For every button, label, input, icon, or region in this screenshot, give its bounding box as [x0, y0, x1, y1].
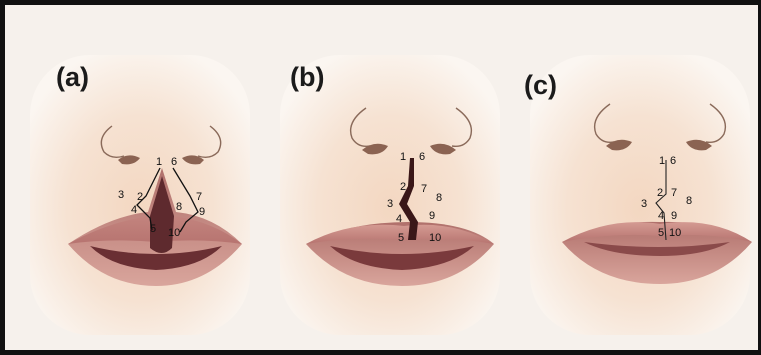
point-label: 3 — [641, 198, 647, 210]
point-label: 3 — [387, 198, 393, 210]
panel-b — [280, 55, 500, 335]
point-label: 6 — [670, 155, 676, 167]
point-label: 5 — [150, 223, 156, 235]
point-label: 10 — [429, 232, 441, 244]
point-label: 6 — [171, 156, 177, 168]
point-label: 3 — [118, 189, 124, 201]
point-label: 9 — [199, 206, 205, 218]
point-label: 2 — [400, 181, 406, 193]
point-label: 1 — [400, 151, 406, 163]
point-label: 4 — [131, 204, 137, 216]
point-label: 2 — [657, 187, 663, 199]
panel-c-label: (c) — [524, 70, 557, 101]
panel-a-label: (a) — [56, 62, 89, 93]
point-label: 9 — [429, 210, 435, 222]
point-label: 5 — [398, 232, 404, 244]
point-label: 8 — [176, 201, 182, 213]
point-label: 4 — [396, 213, 402, 225]
face-skin-b — [280, 55, 500, 335]
point-label: 7 — [671, 187, 677, 199]
point-label: 6 — [419, 151, 425, 163]
point-label: 7 — [421, 183, 427, 195]
panel-b-label: (b) — [290, 62, 324, 93]
point-label: 10 — [669, 227, 681, 239]
point-label: 8 — [436, 192, 442, 204]
point-label: 8 — [686, 195, 692, 207]
point-label: 4 — [658, 210, 664, 222]
point-label: 10 — [168, 227, 180, 239]
point-label: 1 — [659, 155, 665, 167]
face-skin-c — [530, 55, 750, 335]
point-label: 1 — [156, 156, 162, 168]
point-label: 2 — [137, 191, 143, 203]
point-label: 9 — [671, 210, 677, 222]
point-label: 7 — [196, 191, 202, 203]
point-label: 5 — [658, 227, 664, 239]
panel-c — [530, 55, 752, 335]
